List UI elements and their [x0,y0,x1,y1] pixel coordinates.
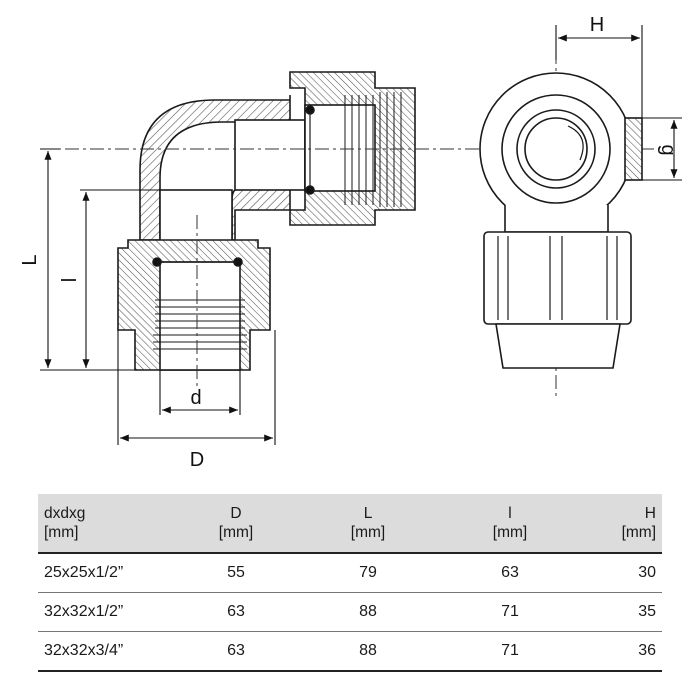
cell-l: 63 [434,553,586,593]
cell-H: 35 [586,592,662,632]
dimension-labels: H g L l d D [19,14,679,471]
technical-drawing: H g L l d D [19,14,682,471]
vertical-nut-bore [159,261,241,371]
side-nut-ribs [497,236,618,320]
header-L: L[mm] [302,494,434,554]
table-row: 32x32x3/4” 63 88 71 36 [38,631,662,672]
label-H: H [590,14,604,36]
cell-L: 88 [302,631,434,672]
table-header-row: dxdxg[mm] D[mm] L[mm] l[mm] H[mm] [38,494,662,554]
cell-L: 88 [302,592,434,632]
inner-pipe-horizontal [234,119,306,191]
cell-l: 71 [434,631,586,672]
cell-H: 36 [586,631,662,672]
header-H: H[mm] [586,494,662,554]
cell-size: 32x32x1/2” [38,592,170,632]
label-D: D [190,449,204,471]
vertical-thread [153,299,247,350]
table-row: 25x25x1/2” 55 79 63 30 [38,553,662,593]
header-l: l[mm] [434,494,586,554]
side-nut-tail [495,323,621,369]
elbow-section-view [117,71,416,371]
cell-L: 79 [302,553,434,593]
side-nut [483,231,632,325]
horizontal-thread [344,92,402,207]
dimensions-table: dxdxg[mm] D[mm] L[mm] l[mm] H[mm] 25x25x… [38,494,662,672]
cell-size: 32x32x3/4” [38,631,170,672]
cell-D: 63 [170,592,302,632]
side-outlet [624,117,643,181]
dimension-lines [40,25,682,445]
cell-D: 63 [170,631,302,672]
label-g: g [657,144,679,155]
side-ring-3 [524,117,588,181]
header-dxdxg: dxdxg[mm] [38,494,170,554]
cell-l: 71 [434,592,586,632]
horizontal-nut-bore [304,104,376,192]
table-row: 32x32x1/2” 63 88 71 35 [38,592,662,632]
label-d: d [190,387,201,409]
label-l: l [59,278,81,282]
elbow-side-view [479,72,643,369]
cell-size: 25x25x1/2” [38,553,170,593]
cell-D: 55 [170,553,302,593]
header-D: D[mm] [170,494,302,554]
cell-H: 30 [586,553,662,593]
label-L: L [19,254,41,265]
